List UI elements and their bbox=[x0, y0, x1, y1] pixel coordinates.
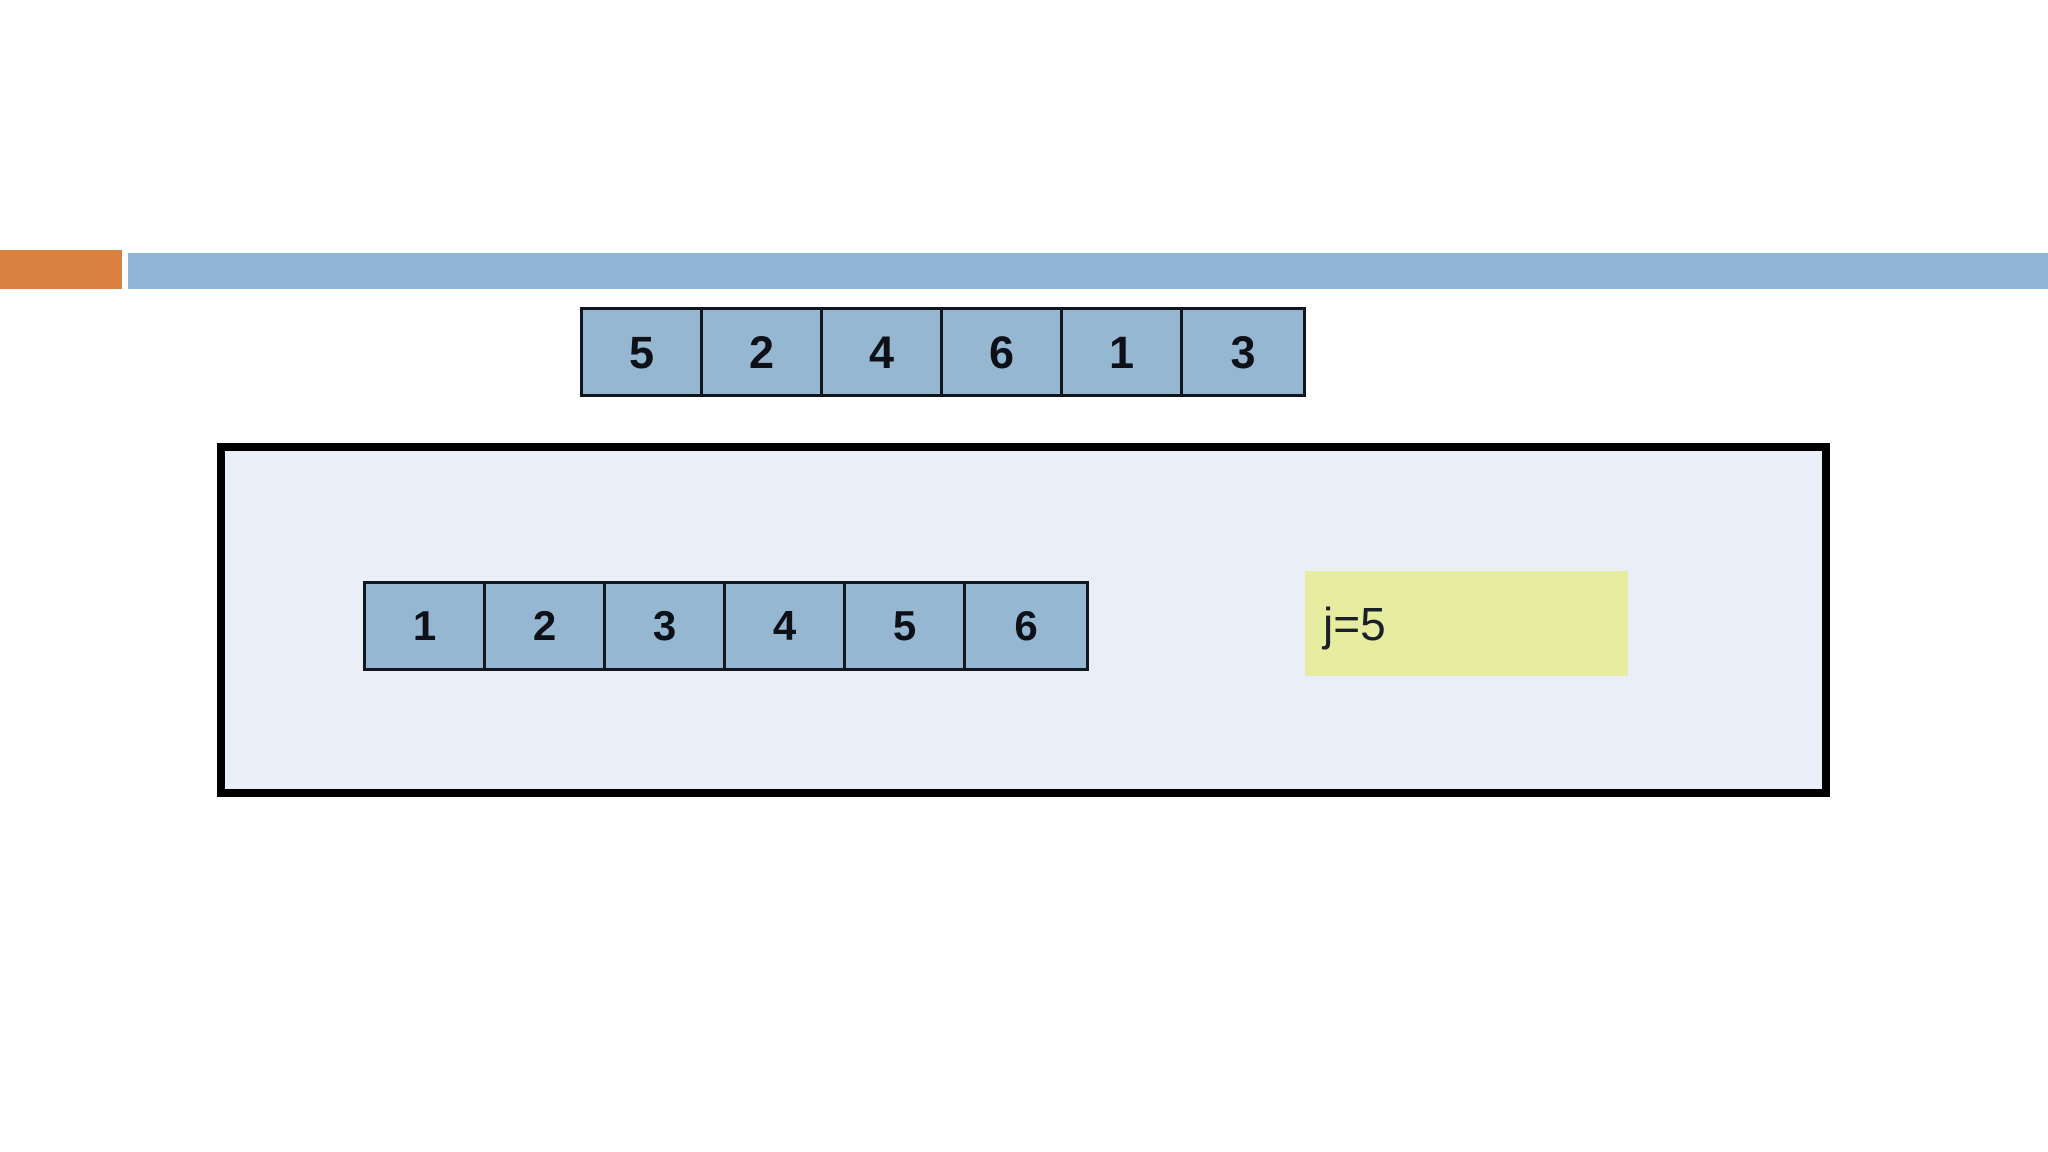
loop-variable-annotation: j=5 bbox=[1305, 571, 1628, 676]
array-cell: 5 bbox=[583, 310, 703, 394]
orange-accent-bar bbox=[0, 250, 122, 289]
array-cell: 4 bbox=[726, 584, 846, 668]
array-cell: 4 bbox=[823, 310, 943, 394]
loop-variable-text: j=5 bbox=[1323, 597, 1386, 650]
array-cell: 1 bbox=[1063, 310, 1183, 394]
array-cell: 3 bbox=[606, 584, 726, 668]
array-cell: 6 bbox=[966, 584, 1086, 668]
array-cell: 2 bbox=[486, 584, 606, 668]
input-array: 5 2 4 6 1 3 bbox=[580, 307, 1306, 397]
blue-accent-bar bbox=[128, 253, 2048, 289]
sorted-state-panel: 1 2 3 4 5 6 j=5 bbox=[217, 443, 1830, 797]
array-cell: 5 bbox=[846, 584, 966, 668]
array-cell: 1 bbox=[366, 584, 486, 668]
array-cell: 6 bbox=[943, 310, 1063, 394]
array-cell: 3 bbox=[1183, 310, 1303, 394]
array-cell: 2 bbox=[703, 310, 823, 394]
sorted-array: 1 2 3 4 5 6 bbox=[363, 581, 1089, 671]
